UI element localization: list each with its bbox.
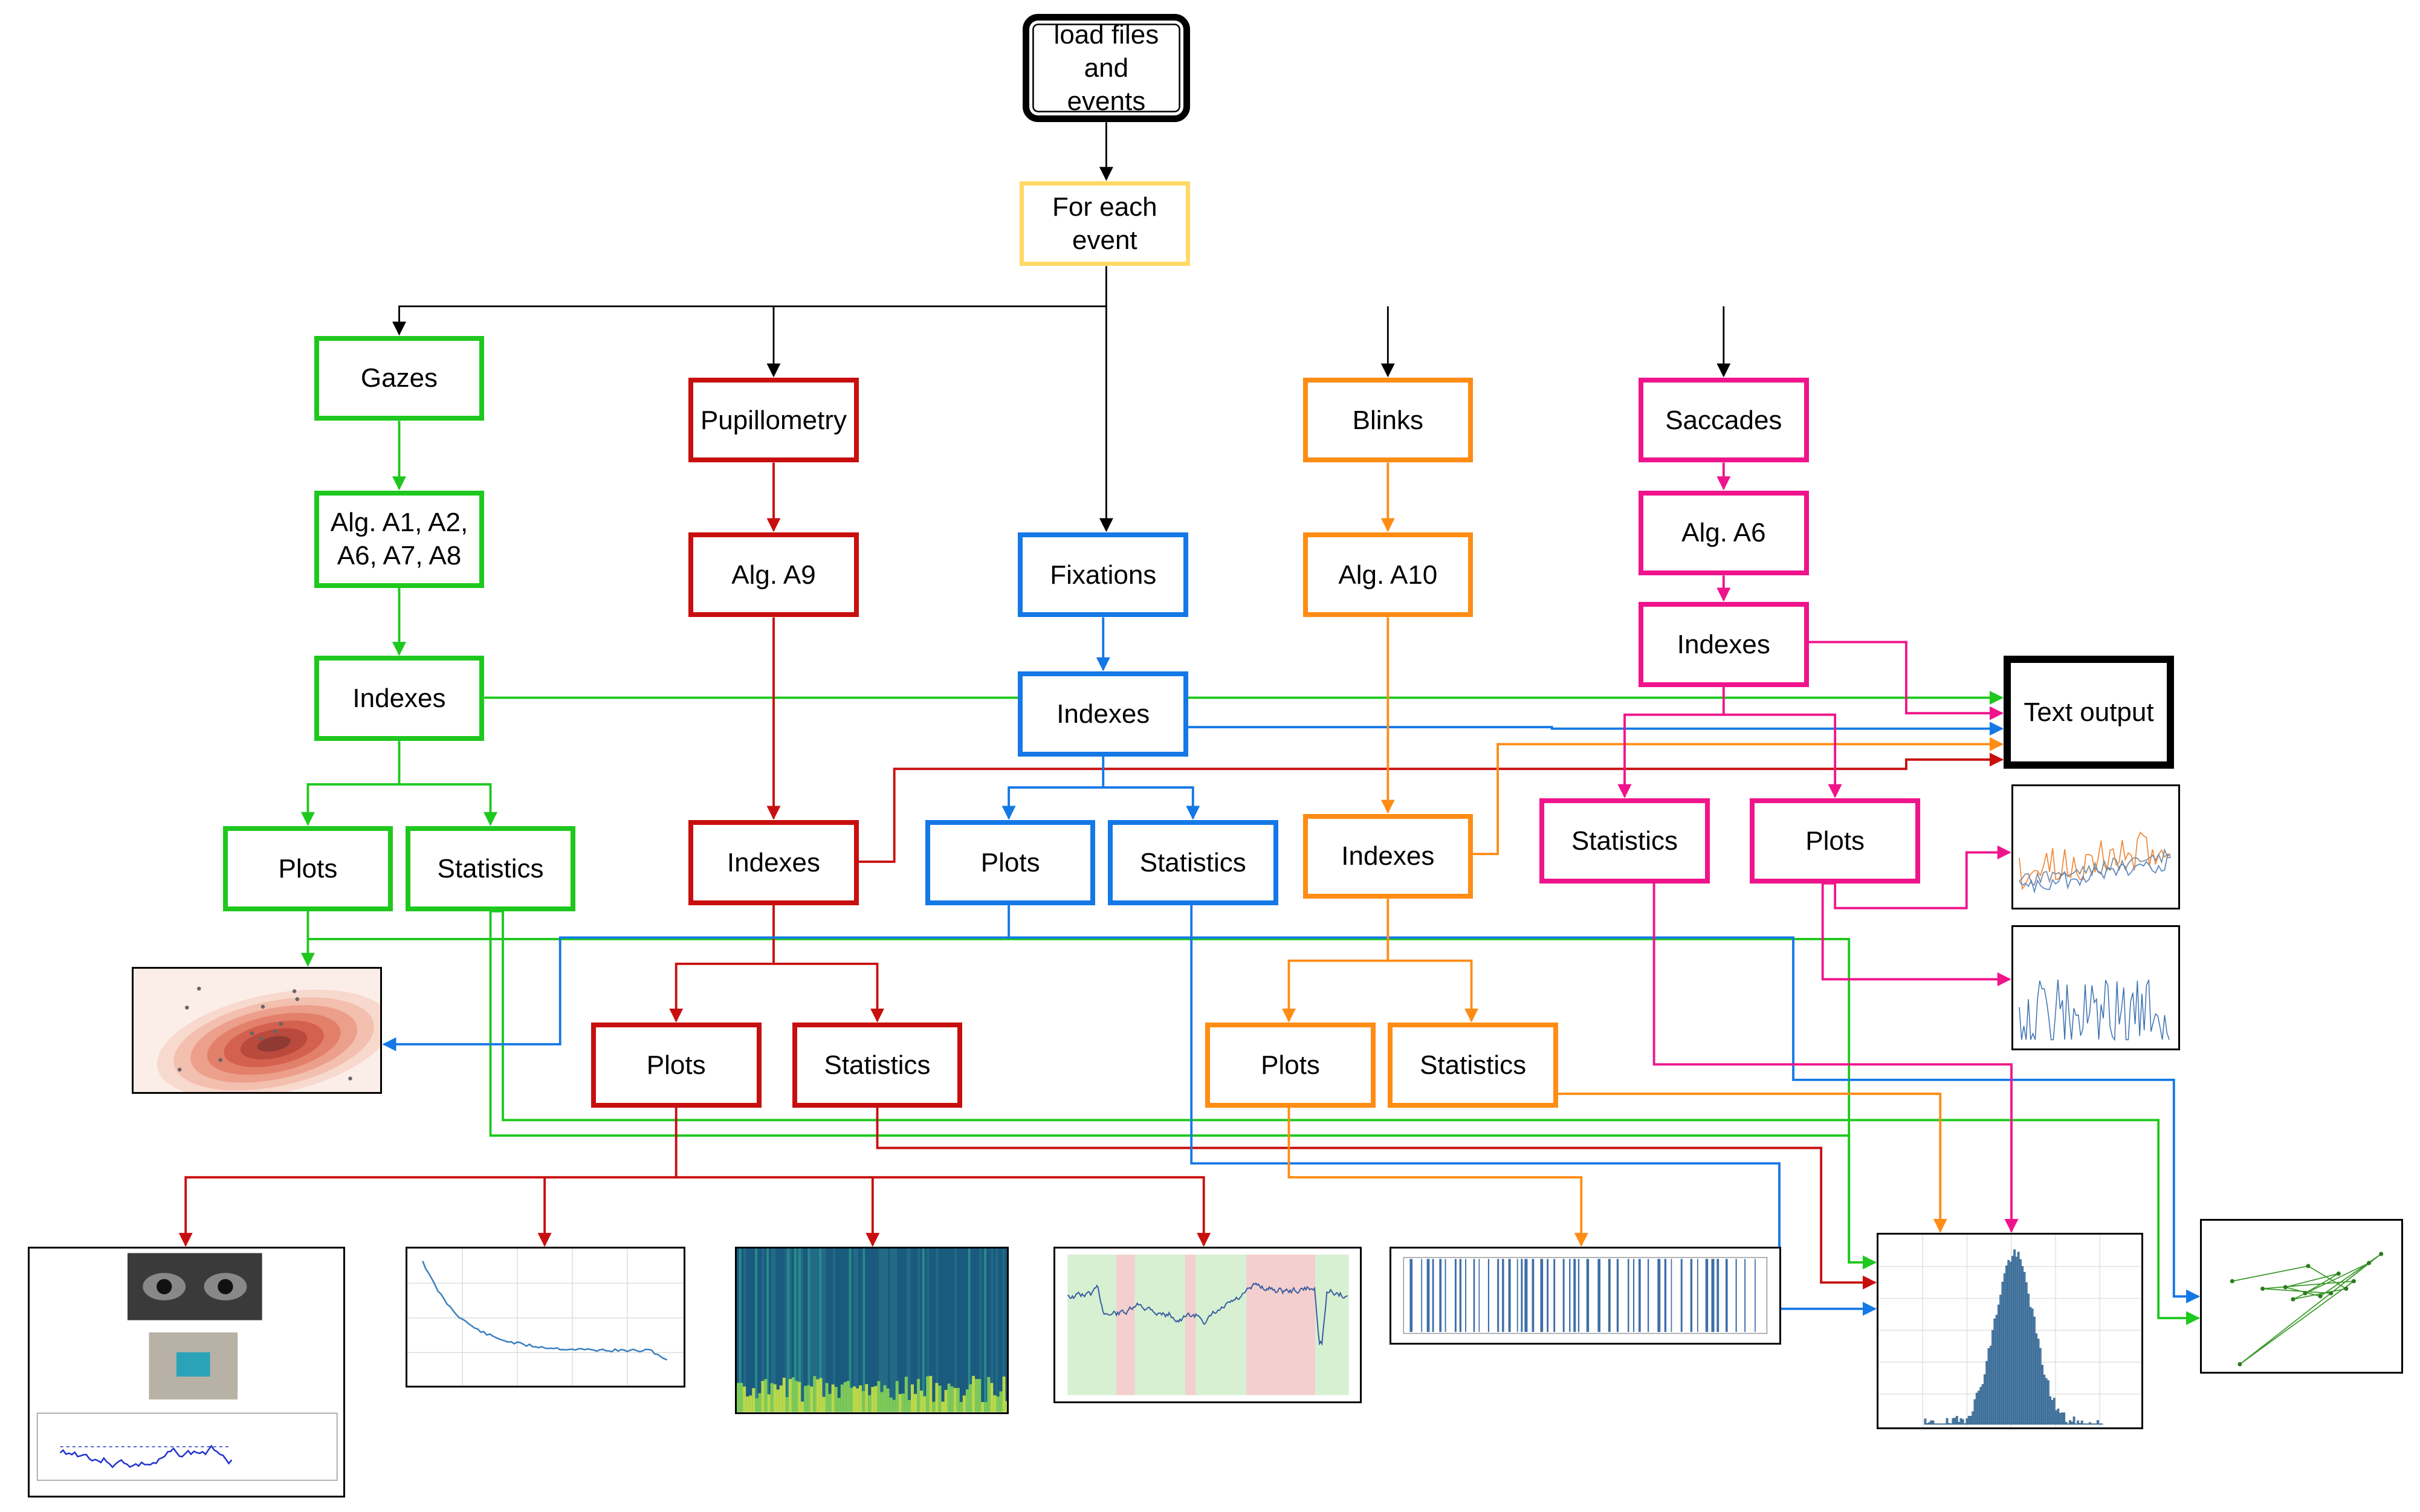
blink-plots-node: Plots bbox=[1205, 1023, 1376, 1108]
connector-orange bbox=[1287, 1107, 1588, 1247]
connector-blue bbox=[1188, 722, 2004, 736]
gazes-node: Gazes bbox=[314, 335, 485, 421]
connector-pink bbox=[1652, 883, 2019, 1233]
connector-pink bbox=[1617, 687, 1725, 798]
connector-black bbox=[392, 266, 1107, 336]
connector-orange bbox=[1281, 899, 1390, 1023]
connector-blue bbox=[1001, 756, 1105, 820]
connector-red bbox=[876, 1107, 1877, 1290]
pupil-segments-plot-thumbnail bbox=[1053, 1247, 1362, 1403]
blink-barcode-thumbnail bbox=[1389, 1247, 1781, 1345]
fixations-node: Fixations bbox=[1018, 532, 1189, 618]
blink-statistics-node: Statistics bbox=[1388, 1023, 1558, 1108]
connector-red bbox=[669, 905, 775, 1023]
gaze-heatmap-thumbnail bbox=[131, 967, 383, 1094]
pupil-indexes-node: Indexes bbox=[688, 819, 859, 905]
saccade-line-thumbnail bbox=[2011, 925, 2181, 1051]
connector-red bbox=[858, 752, 2004, 863]
saccade-algorithm-node: Alg. A6 bbox=[1639, 490, 1809, 576]
connector-green bbox=[308, 938, 1877, 1270]
histogram-thumbnail bbox=[1877, 1233, 2143, 1430]
text-output-node: Text output bbox=[2004, 656, 2174, 769]
pupil-algorithm-node: Alg. A9 bbox=[688, 532, 859, 618]
gaze-statistics-node: Statistics bbox=[405, 826, 576, 911]
connector-pink bbox=[1821, 882, 2011, 986]
connector-orange bbox=[1473, 737, 2004, 856]
saccade-plots-node: Plots bbox=[1750, 798, 1920, 884]
connector-red bbox=[178, 1107, 678, 1247]
connector-blue bbox=[1190, 905, 1877, 1316]
load-files-node: load files and events bbox=[1023, 14, 1190, 123]
saccades-node: Saccades bbox=[1639, 377, 1809, 463]
fixation-plots-node: Plots bbox=[925, 819, 1096, 905]
connector-blue bbox=[1103, 786, 1200, 820]
pupillometry-node: Pupillometry bbox=[688, 377, 859, 463]
connector-red bbox=[774, 962, 885, 1023]
connector-green bbox=[300, 741, 401, 826]
pupil-line-plot-thumbnail bbox=[405, 1247, 686, 1388]
gaze-algorithms-node: Alg. A1, A2, A6, A7, A8 bbox=[314, 490, 485, 588]
connector-blue bbox=[382, 905, 1011, 1052]
saccade-indexes-node: Indexes bbox=[1639, 601, 1809, 687]
connector-orange bbox=[1388, 959, 1479, 1023]
spectrogram-thumbnail bbox=[735, 1247, 1009, 1414]
saccade-statistics-node: Statistics bbox=[1539, 798, 1710, 884]
gaze-indexes-node: Indexes bbox=[314, 656, 485, 741]
fixation-statistics-node: Statistics bbox=[1107, 819, 1278, 905]
connector-blue bbox=[1009, 936, 2201, 1304]
connector-orange bbox=[1558, 1093, 1947, 1233]
blink-indexes-node: Indexes bbox=[1302, 813, 1474, 899]
connector-green bbox=[399, 783, 498, 826]
pupil-statistics-node: Statistics bbox=[792, 1023, 963, 1108]
pupil-video-plot-thumbnail bbox=[28, 1247, 345, 1498]
scanpath-thumbnail bbox=[2200, 1219, 2403, 1374]
connector-red bbox=[676, 1176, 1211, 1247]
connector-pink bbox=[1808, 641, 2004, 720]
for-each-event-node: For each event bbox=[1020, 181, 1190, 267]
connector-pink bbox=[1723, 713, 1842, 798]
gaze-plots-node: Plots bbox=[222, 826, 393, 911]
pupil-plots-node: Plots bbox=[590, 1023, 762, 1108]
connector-green bbox=[490, 909, 2201, 1325]
connector-green bbox=[489, 911, 1851, 1262]
blink-algorithm-node: Alg. A10 bbox=[1302, 532, 1474, 618]
blinks-node: Blinks bbox=[1302, 377, 1474, 463]
connector-pink bbox=[1834, 845, 2011, 909]
saccade-multi-line-thumbnail bbox=[2011, 784, 2181, 910]
fixation-indexes-node: Indexes bbox=[1018, 671, 1189, 757]
